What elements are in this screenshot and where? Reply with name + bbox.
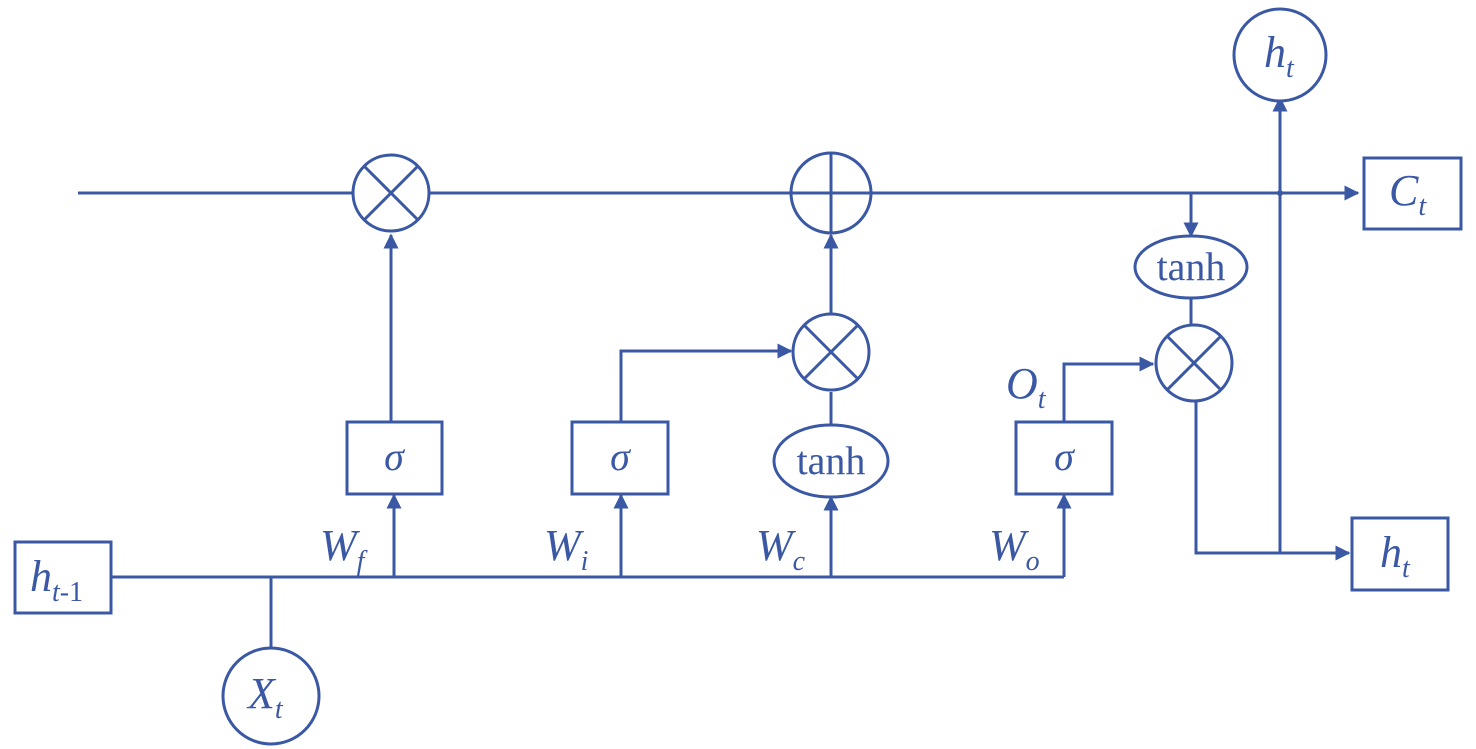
- ct-label: Ct: [1389, 166, 1427, 222]
- candidate-tanh: tanh: [772, 423, 890, 499]
- input-multiply-op: [791, 312, 871, 392]
- output-multiply-op: [1154, 323, 1234, 403]
- wc-label: Wc: [756, 521, 806, 577]
- forget-gate: σ: [345, 420, 444, 496]
- output-gate-sigma: σ: [1054, 434, 1075, 479]
- forget-multiply-op: [351, 153, 431, 233]
- ht-box-label: ht: [1380, 528, 1411, 584]
- wf-label: Wf: [320, 521, 368, 577]
- output-gate: σ: [1014, 420, 1114, 496]
- ot-label: Ot: [1006, 359, 1047, 415]
- xt-input: Xt: [221, 646, 321, 746]
- cell-add-op: [789, 151, 873, 235]
- h-prev-label: ht-1: [30, 552, 83, 608]
- ct-output: Ct: [1362, 156, 1463, 231]
- output-gate-to-mult-arrow: [1062, 356, 1155, 422]
- mult-to-ht-arrow: [1194, 400, 1351, 561]
- ht-box-output: ht: [1350, 516, 1450, 592]
- crossing-dot: [1277, 190, 1283, 196]
- wi-label: Wi: [544, 521, 588, 577]
- cell-tanh: tanh: [1133, 234, 1249, 300]
- ht-circle-label: ht: [1264, 28, 1295, 84]
- candidate-tanh-label: tanh: [797, 438, 866, 483]
- xt-label: Xt: [246, 669, 284, 725]
- input-to-mult-arrow: [619, 343, 793, 422]
- input-gate: σ: [570, 420, 670, 496]
- input-gate-sigma: σ: [610, 434, 631, 479]
- ht-circle-output: ht: [1232, 7, 1328, 103]
- forget-gate-sigma: σ: [384, 434, 405, 479]
- connectors: [78, 96, 1360, 648]
- cell-tanh-label: tanh: [1157, 244, 1226, 289]
- h-prev-input: ht-1: [13, 540, 113, 615]
- wo-label: Wo: [989, 521, 1040, 577]
